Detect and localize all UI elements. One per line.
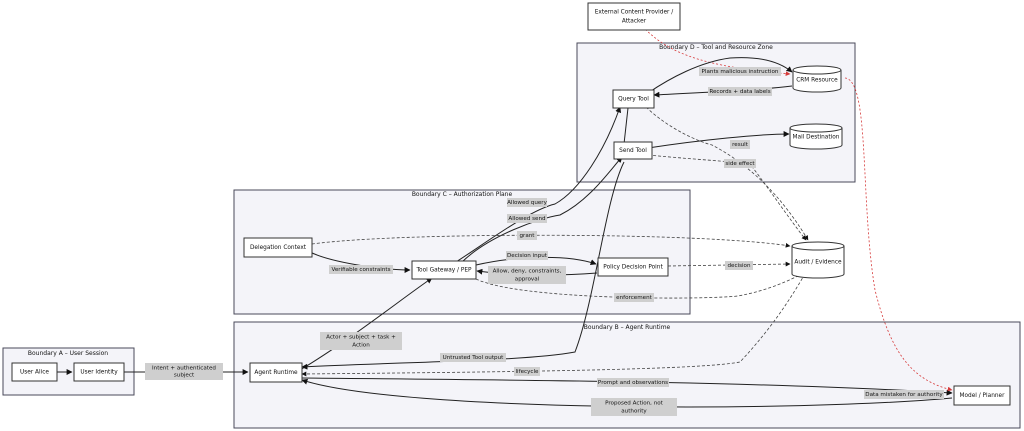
label-records-labels: Records + data labels xyxy=(708,87,772,96)
label-allowed-query: Allowed query xyxy=(507,198,548,207)
svg-text:Verifiable constraints: Verifiable constraints xyxy=(331,267,390,273)
label-verifiable-constraints: Verifiable constraints xyxy=(329,265,393,274)
svg-text:Allowed query: Allowed query xyxy=(507,200,548,206)
label-plants-malicious: Plants malicious instruction xyxy=(699,67,781,76)
svg-text:subject: subject xyxy=(174,373,195,379)
edge-query-send xyxy=(623,107,629,145)
svg-text:grant: grant xyxy=(519,233,535,239)
svg-text:User Identity: User Identity xyxy=(80,370,118,376)
boundary-d-title: Boundary D – Tool and Resource Zone xyxy=(659,44,773,51)
node-tool-gateway[interactable]: Tool Gateway / PEP xyxy=(411,260,477,280)
edge-query-crm xyxy=(647,57,793,94)
edge-send-mail xyxy=(647,131,790,149)
svg-text:Prompt and observations: Prompt and observations xyxy=(598,380,668,386)
svg-text:Query Tool: Query Tool xyxy=(618,97,649,103)
svg-text:Send Tool: Send Tool xyxy=(619,148,647,154)
label-enforcement: enforcement xyxy=(614,293,654,302)
node-send-tool[interactable]: Send Tool xyxy=(613,141,653,160)
label-data-mistaken: Data mistaken for authority xyxy=(864,390,944,399)
svg-text:approval: approval xyxy=(515,277,540,283)
svg-text:side effect: side effect xyxy=(725,161,755,167)
node-agent-runtime[interactable]: Agent Runtime xyxy=(249,362,303,383)
svg-text:Intent + authenticated: Intent + authenticated xyxy=(152,366,216,372)
node-audit-evidence[interactable]: Audit / Evidence xyxy=(791,241,845,279)
label-decision: decision xyxy=(725,261,753,270)
svg-text:Attacker: Attacker xyxy=(622,19,647,25)
node-user-alice[interactable]: User Alice xyxy=(11,362,58,382)
boundary-b-title: Boundary B – Agent Runtime xyxy=(584,324,671,331)
node-crm-resource[interactable]: CRM Resource xyxy=(792,65,842,93)
label-intent: Intent + authenticated subject xyxy=(145,363,223,380)
svg-text:Records + data labels: Records + data labels xyxy=(709,89,770,95)
edge-enforcement xyxy=(475,271,807,299)
label-prompt: Prompt and observations xyxy=(597,378,669,387)
svg-text:Decision input: Decision input xyxy=(507,253,548,259)
svg-text:Plants malicious instruction: Plants malicious instruction xyxy=(702,69,779,75)
edge-verifiable-constraints xyxy=(309,251,411,273)
svg-text:decision: decision xyxy=(727,263,751,269)
svg-text:Proposed Action, not: Proposed Action, not xyxy=(605,401,664,407)
edge-untrusted-output xyxy=(301,161,625,370)
svg-text:Agent Runtime: Agent Runtime xyxy=(254,370,298,376)
label-proposed-action: Proposed Action, not authority xyxy=(591,398,677,416)
svg-text:Actor + subject + task +: Actor + subject + task + xyxy=(326,335,396,341)
edge-labels: Intent + authenticated subject Actor + s… xyxy=(145,67,944,416)
label-side-effect: side effect xyxy=(724,159,756,168)
edge-grant xyxy=(311,234,791,248)
node-mail-destination[interactable]: Mail Destination xyxy=(789,123,843,150)
svg-text:User Alice: User Alice xyxy=(20,370,49,376)
boundary-c-title: Boundary C – Authorization Plane xyxy=(412,191,513,198)
svg-text:External Content Provider /: External Content Provider / xyxy=(595,10,674,16)
label-allow-deny: Allow, deny, constraints, approval xyxy=(488,266,566,284)
svg-text:authority: authority xyxy=(621,409,647,415)
node-model-planner[interactable]: Model / Planner xyxy=(953,385,1011,406)
edge-actor-subject xyxy=(299,277,433,371)
svg-text:Allowed send: Allowed send xyxy=(508,216,546,222)
node-query-tool[interactable]: Query Tool xyxy=(612,89,655,109)
label-grant: grant xyxy=(517,231,537,240)
svg-text:enforcement: enforcement xyxy=(616,295,653,301)
node-user-identity[interactable]: User Identity xyxy=(73,362,125,382)
svg-text:Action: Action xyxy=(352,343,370,349)
label-decision-input: Decision input xyxy=(506,251,548,260)
node-policy-decision-point[interactable]: Policy Decision Point xyxy=(597,257,669,277)
svg-text:Mail Destination: Mail Destination xyxy=(793,135,840,141)
label-allowed-send: Allowed send xyxy=(507,214,547,223)
nodes: User Alice User Identity Agent Runtime M… xyxy=(11,2,1011,406)
svg-text:CRM Resource: CRM Resource xyxy=(796,78,838,84)
svg-text:Delegation Context: Delegation Context xyxy=(250,245,307,251)
svg-text:Allow, deny, constraints,: Allow, deny, constraints, xyxy=(493,269,562,275)
node-external-provider[interactable]: External Content Provider / Attacker xyxy=(587,2,681,31)
svg-text:Model / Planner: Model / Planner xyxy=(960,393,1006,399)
label-result: result xyxy=(730,140,750,149)
svg-text:Policy Decision Point: Policy Decision Point xyxy=(603,265,663,271)
svg-text:Audit / Evidence: Audit / Evidence xyxy=(794,260,842,266)
edge-data-mistaken xyxy=(844,77,953,392)
svg-text:Data mistaken for authority: Data mistaken for authority xyxy=(865,392,943,398)
svg-text:Tool Gateway / PEP: Tool Gateway / PEP xyxy=(415,268,472,274)
label-actor-subject: Actor + subject + task + Action xyxy=(320,332,402,350)
edge-allowed-query xyxy=(455,106,622,263)
svg-text:lifecycle: lifecycle xyxy=(516,369,540,375)
svg-text:result: result xyxy=(732,142,749,148)
svg-text:Untrusted Tool output: Untrusted Tool output xyxy=(443,355,504,361)
node-delegation-context[interactable]: Delegation Context xyxy=(243,237,313,258)
boundary-a-title: Boundary A – User Session xyxy=(28,350,108,357)
label-lifecycle: lifecycle xyxy=(514,367,540,376)
edge-allowed-send xyxy=(461,156,623,263)
label-untrusted-output: Untrusted Tool output xyxy=(440,353,506,362)
